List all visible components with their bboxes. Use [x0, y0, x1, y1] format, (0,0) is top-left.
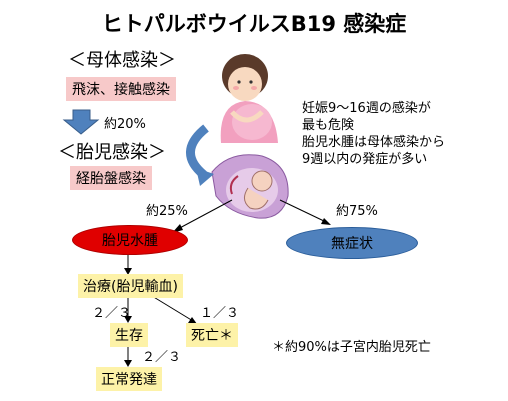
rate-20: 約20%	[104, 117, 146, 132]
arrow-to-hydrops	[175, 199, 233, 231]
asymptomatic-ellipse: 無症状	[286, 227, 418, 259]
fraction-one-third: １／３	[200, 306, 240, 321]
risk-note: 妊娠9～16週の感染が 最も危険 胎児水腫は母体感染から 9週以内の発症が多い	[302, 100, 445, 168]
down-block-arrow	[62, 109, 100, 135]
curved-arrow	[186, 124, 209, 179]
risk-note-line: 胎児水腫は母体感染から	[302, 135, 446, 150]
treatment-box: 治療(胎児輸血)	[78, 274, 183, 298]
rate-75: 約75%	[336, 204, 378, 219]
fetal-infection-heading: ＜胎児感染＞	[58, 142, 166, 163]
risk-note-line: 最も危険	[302, 118, 355, 133]
footnote: ＊約90%は子宮内胎児死亡	[272, 340, 431, 355]
pregnant-woman-illustration	[207, 53, 292, 143]
arrow-to-asymptomatic	[279, 199, 327, 223]
maternal-infection-heading: ＜母体感染＞	[68, 50, 176, 71]
fraction-two-thirds-a: ２／３	[92, 306, 132, 321]
curved-arrow-head	[196, 168, 214, 186]
page-title: ヒトパルボウイルスB19 感染症	[101, 12, 407, 36]
death-box: 死亡＊	[186, 323, 238, 347]
fetus-in-uterus-illustration	[211, 154, 289, 219]
risk-note-line: 妊娠9～16週の感染が	[302, 101, 431, 116]
risk-note-line: 9週以内の発症が多い	[302, 152, 428, 167]
maternal-route-box: 飛沫、接触感染	[66, 77, 176, 101]
arrow-treatment-to-death	[151, 295, 194, 322]
fetal-route-box: 経胎盤感染	[70, 166, 152, 190]
rate-25: 約25%	[146, 204, 188, 219]
survival-box: 生存	[110, 323, 148, 347]
fraction-two-thirds-b: ２／３	[142, 350, 182, 365]
hydrops-ellipse: 胎児水腫	[72, 225, 188, 255]
normal-development-box: 正常発達	[96, 367, 162, 391]
